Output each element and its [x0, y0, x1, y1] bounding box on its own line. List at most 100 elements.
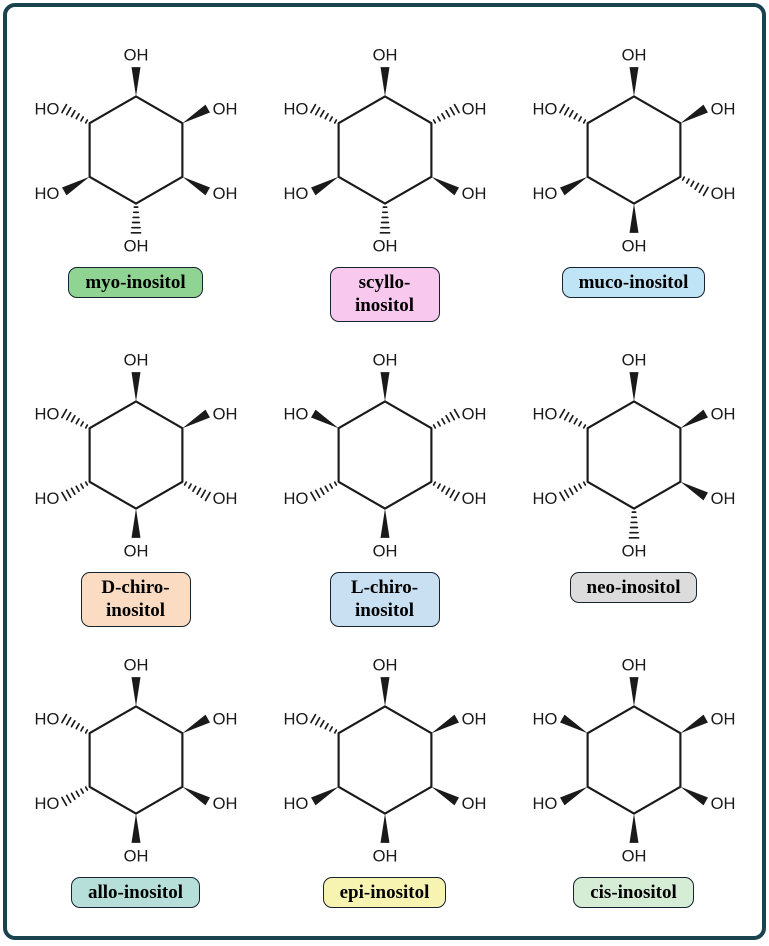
atom-label-upper-left: HO: [34, 99, 59, 118]
bond-upper-right-wedge: [181, 714, 210, 733]
atom-label-top: OH: [123, 45, 148, 64]
bond-upper-right-wedge: [181, 409, 210, 428]
label-cis-inositol: cis-inositol: [573, 876, 694, 909]
label-allo-inositol: allo-inositol: [70, 876, 200, 909]
label-epi-inositol: epi-inositol: [322, 876, 447, 909]
atom-label-top: OH: [621, 45, 646, 64]
atom-label-bottom: OH: [372, 541, 397, 560]
bond-upper-left-wedge: [559, 714, 588, 733]
hexagon-ring: [586, 705, 681, 815]
bond-bottom-hash: [130, 205, 141, 234]
bond-lower-left-hash: [60, 785, 88, 806]
atom-label-lower-right: OH: [710, 184, 735, 203]
atom-label-bottom: OH: [123, 236, 148, 255]
atom-label-upper-right: OH: [461, 404, 486, 423]
atom-label-bottom: OH: [621, 846, 646, 865]
atom-label-upper-left: HO: [283, 404, 308, 423]
bond-upper-right-wedge: [679, 714, 708, 733]
atom-label-upper-left: HO: [283, 99, 308, 118]
atom-label-top: OH: [123, 655, 148, 674]
bond-bottom-wedge: [629, 203, 638, 233]
bond-lower-left-wedge: [310, 786, 339, 806]
bond-bottom-hash: [628, 510, 639, 539]
bond-bottom-wedge: [380, 508, 389, 538]
hexagon-ring: [337, 399, 432, 510]
bond-lower-right-hash: [183, 480, 211, 501]
label-myo-inositol: myo-inositol: [68, 266, 203, 299]
bond-top-wedge: [629, 371, 638, 402]
atom-label-lower-left: HO: [532, 184, 557, 203]
bond-lower-left-hash: [309, 480, 337, 501]
bond-bottom-hash: [379, 205, 390, 234]
bond-upper-right-wedge: [181, 104, 210, 123]
bond-lower-left-wedge: [310, 176, 339, 195]
bond-upper-right-hash: [432, 103, 460, 124]
bond-top-wedge: [629, 66, 638, 96]
bond-lower-left-hash: [60, 480, 88, 501]
label-L-chiro-inositol: L-chiro- inositol: [329, 571, 440, 628]
atom-label-upper-right: OH: [212, 404, 237, 423]
bond-lower-left-hash: [558, 480, 586, 501]
atom-label-top: OH: [372, 655, 397, 674]
bond-upper-right-wedge: [679, 104, 708, 123]
bond-lower-right-wedge: [181, 786, 210, 806]
atom-label-upper-right: OH: [461, 99, 486, 118]
bond-lower-right-wedge: [430, 786, 459, 806]
bond-top-wedge: [131, 676, 140, 707]
bond-bottom-wedge: [629, 813, 638, 843]
atom-label-bottom: OH: [372, 236, 397, 255]
bond-upper-left-hash: [60, 713, 88, 734]
atom-label-lower-right: OH: [710, 489, 735, 508]
bond-lower-right-hash: [681, 175, 709, 196]
atom-label-lower-left: HO: [532, 794, 557, 813]
bond-top-wedge: [629, 676, 638, 707]
bond-lower-left-wedge: [559, 786, 588, 806]
atom-label-lower-right: OH: [461, 794, 486, 813]
atom-label-lower-right: OH: [212, 794, 237, 813]
bond-lower-right-hash: [432, 480, 460, 501]
atom-label-top: OH: [123, 350, 148, 369]
atom-label-upper-right: OH: [461, 709, 486, 728]
atom-label-lower-right: OH: [212, 489, 237, 508]
atom-label-lower-right: OH: [710, 794, 735, 813]
bond-upper-left-hash: [60, 103, 88, 124]
hexagon-ring: [88, 705, 183, 815]
atom-label-lower-right: OH: [212, 184, 237, 203]
bond-upper-left-hash: [309, 103, 337, 124]
bond-top-wedge: [380, 371, 389, 402]
hexagon-ring: [337, 705, 432, 815]
bond-top-wedge: [380, 676, 389, 707]
atom-label-bottom: OH: [123, 541, 148, 560]
bond-top-wedge: [380, 66, 389, 96]
atom-label-lower-right: OH: [461, 489, 486, 508]
atom-label-lower-left: HO: [532, 489, 557, 508]
atom-label-upper-right: OH: [710, 404, 735, 423]
atom-label-upper-right: OH: [710, 99, 735, 118]
bond-lower-right-wedge: [430, 176, 459, 195]
label-muco-inositol: muco-inositol: [561, 266, 706, 299]
atom-label-lower-left: HO: [283, 489, 308, 508]
atom-label-bottom: OH: [621, 236, 646, 255]
atom-label-upper-left: HO: [34, 709, 59, 728]
bond-upper-left-hash: [309, 713, 337, 734]
hexagon-ring: [586, 399, 681, 510]
atom-label-lower-left: HO: [283, 184, 308, 203]
bond-top-wedge: [131, 66, 140, 96]
bond-lower-right-wedge: [181, 176, 210, 195]
atom-label-top: OH: [621, 350, 646, 369]
atom-label-lower-left: HO: [283, 794, 308, 813]
bond-upper-right-wedge: [430, 714, 459, 733]
